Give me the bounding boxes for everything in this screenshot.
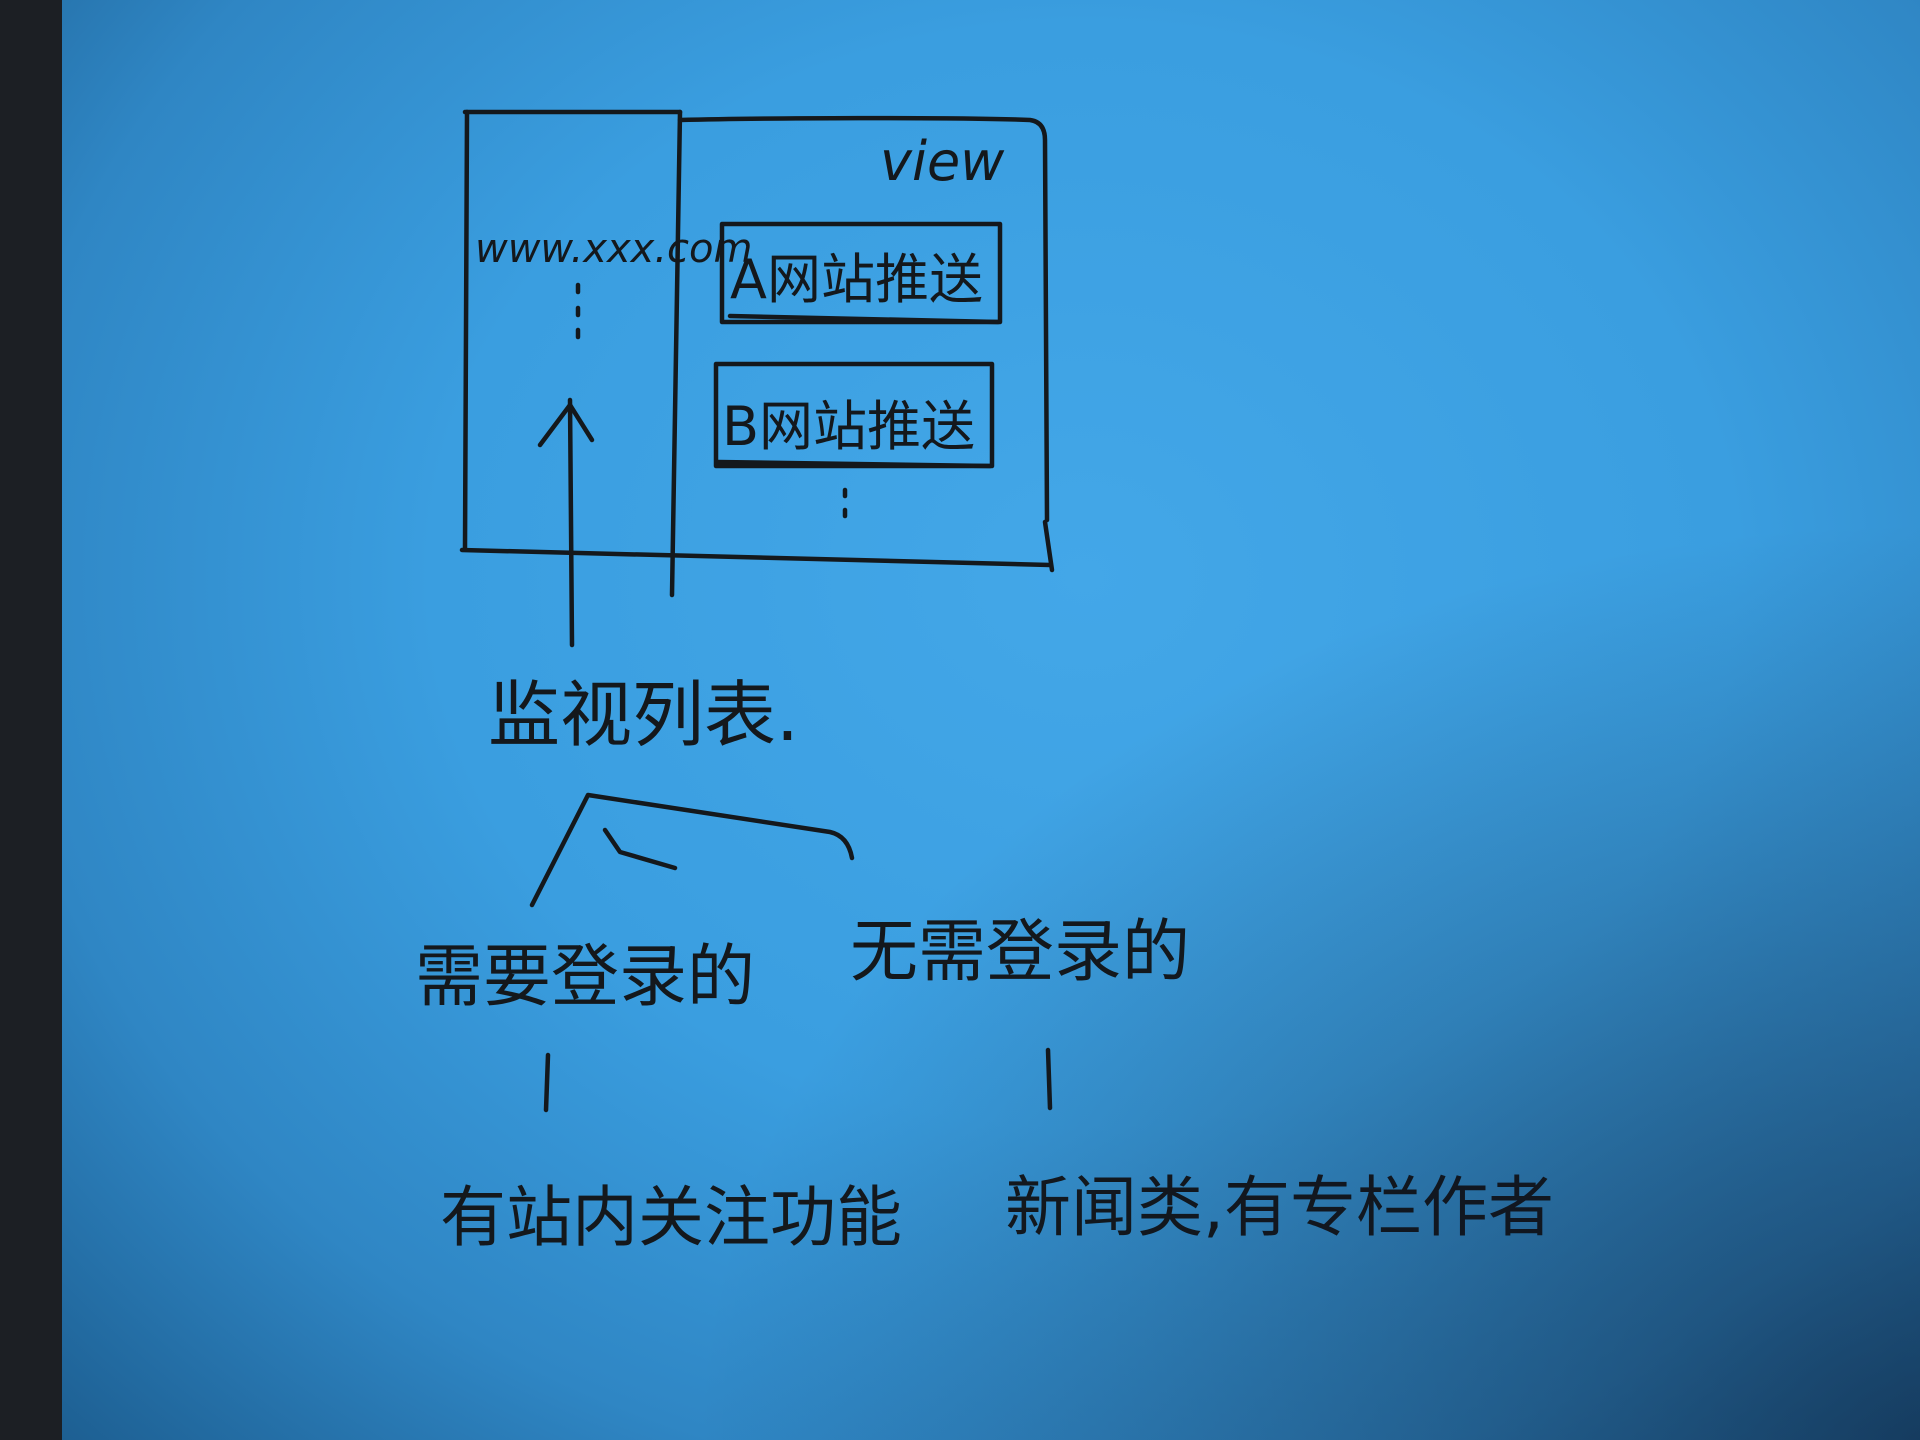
up-arrow [537,397,595,648]
site-a-push-label: A网站推送 [730,248,983,311]
site-b-push-label: B网站推送 [722,395,975,458]
no-login-label: 无需登录的 [850,913,1190,992]
no-login-example-label: 新闻类,有专栏作者 [1005,1169,1554,1246]
url-label: www.xxx.com [475,226,752,272]
monitor-list-label: 监视列表. [488,673,799,757]
view-label: view [880,130,1005,193]
login-example-label: 有站内关注功能 [440,1179,902,1256]
login-required-label: 需要登录的 [415,938,755,1017]
pane-divider [669,109,683,598]
